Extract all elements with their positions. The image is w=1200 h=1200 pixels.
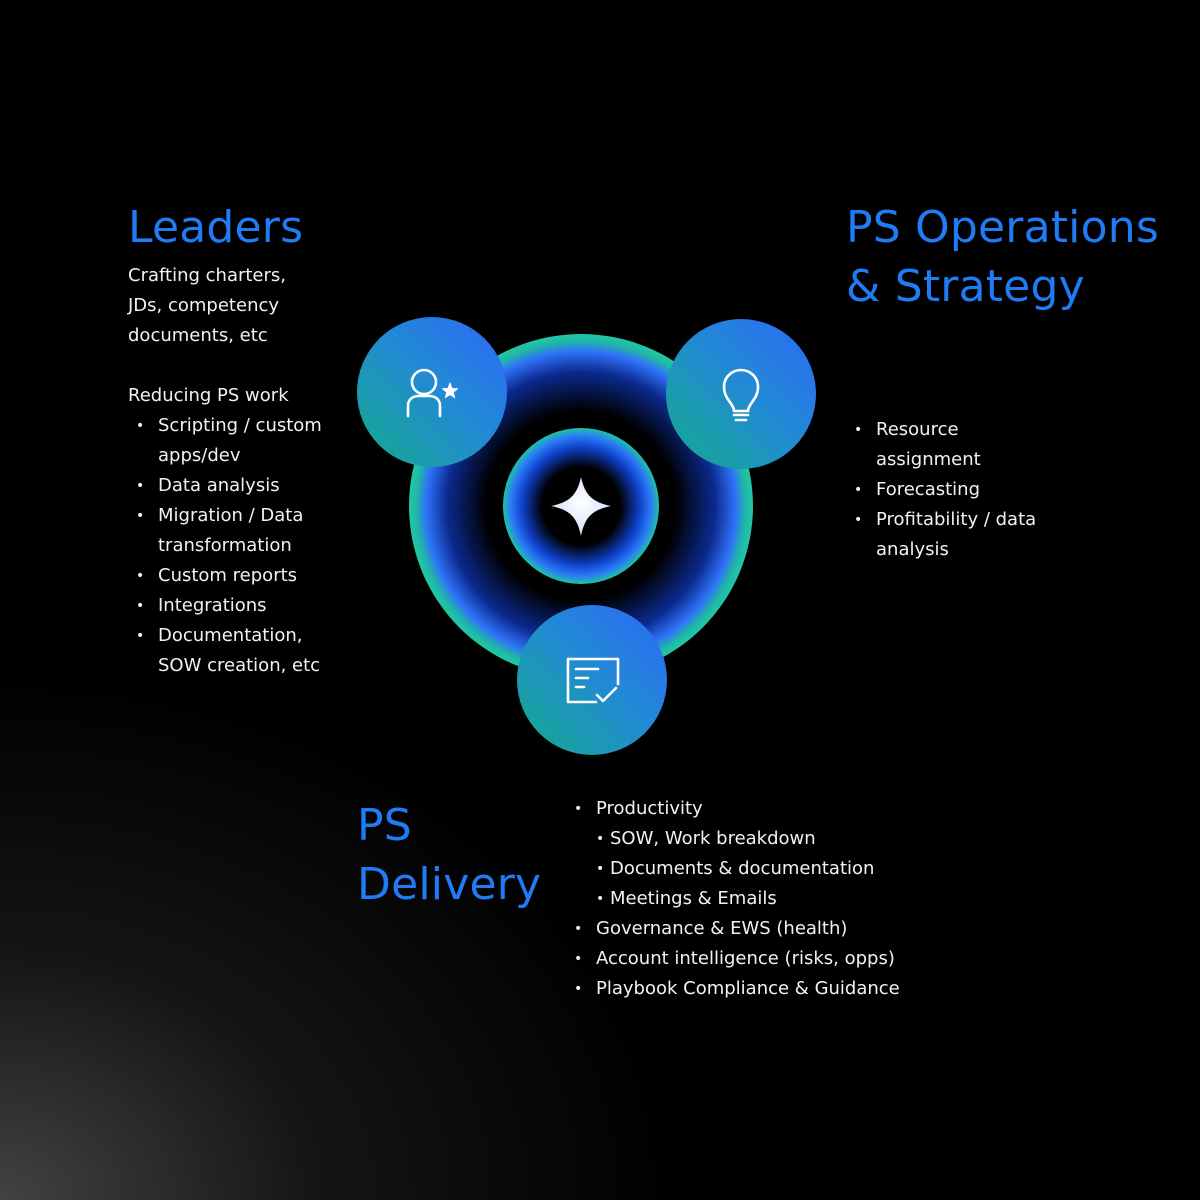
leaders-sub-heading: Reducing PS work [128,385,289,406]
operations-content: Resource assignment Forecasting Profitab… [846,415,1046,565]
operations-list: Resource assignment Forecasting Profitab… [846,415,1046,565]
lightbulb-icon [722,368,760,422]
delivery-content: Productivity SOW, Work breakdown Documen… [566,794,926,1004]
list-item: Playbook Compliance & Guidance [566,974,926,1004]
list-item: Governance & EWS (health) [566,914,926,944]
spacer [128,351,338,381]
list-item: Profitability / data analysis [846,505,1046,565]
list-item: Account intelligence (risks, opps) [566,944,926,974]
list-item: Resource assignment [846,415,1046,475]
leaders-node [357,317,507,467]
list-item: Forecasting [846,475,1046,505]
leaders-intro: Crafting charters, JDs, competency docum… [128,265,287,346]
sub-list-item: Meetings & Emails [596,884,926,914]
productivity-label: Productivity [596,798,703,819]
delivery-title: PS Delivery [357,800,542,910]
sparkle-icon [551,477,611,536]
operations-title: PS Operations & Strategy [846,202,1159,312]
operations-node [666,319,816,469]
list-item: Custom reports [128,561,338,591]
list-item-productivity: Productivity SOW, Work breakdown Documen… [566,794,926,914]
cycle-diagram [357,317,816,755]
leaders-list: Scripting / custom apps/dev Data analysi… [128,411,338,681]
list-item: Scripting / custom apps/dev [128,411,338,471]
list-item: Migration / Data transformation [128,501,338,561]
user-star-icon [406,368,458,418]
productivity-sub-list: SOW, Work breakdown Documents & document… [596,824,926,914]
delivery-node [517,605,667,755]
delivery-list: Productivity SOW, Work breakdown Documen… [566,794,926,1004]
list-item: Data analysis [128,471,338,501]
leaders-content: Crafting charters, JDs, competency docum… [128,261,338,681]
list-item: Integrations [128,591,338,621]
sub-list-item: SOW, Work breakdown [596,824,926,854]
list-item: Documentation, SOW creation, etc [128,621,338,681]
sub-list-item: Documents & documentation [596,854,926,884]
leaders-title: Leaders [128,202,304,253]
task-checklist-icon [566,657,620,704]
